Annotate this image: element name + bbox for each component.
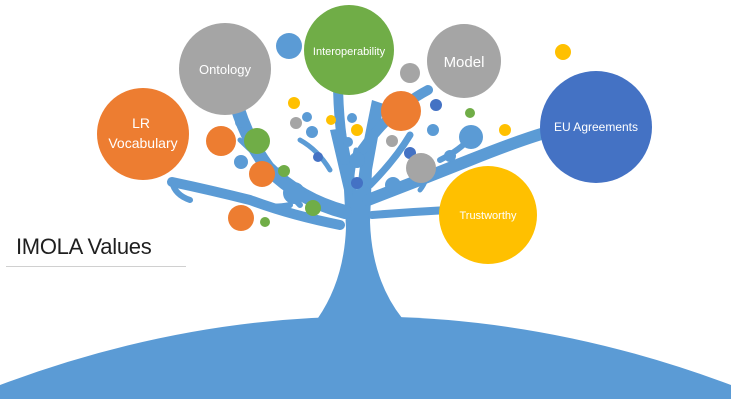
dot-light-blue [306, 126, 318, 138]
dot-light-blue [427, 124, 439, 136]
value-label-line: LR [132, 115, 150, 131]
dot-dark-blue [351, 177, 363, 189]
dot-green [244, 128, 270, 154]
dot-light-blue [283, 182, 305, 204]
dot-green [305, 200, 321, 216]
value-label: Model [444, 54, 485, 71]
dot-light-blue [302, 112, 312, 122]
value-ontology: Ontology [179, 23, 271, 115]
value-label: Interoperability [313, 46, 386, 58]
dot-light-blue [459, 125, 483, 149]
value-trustworthy: Trustworthy [439, 166, 537, 264]
dot-yellow [499, 124, 511, 136]
dot-green [278, 165, 290, 177]
dot-yellow [351, 124, 363, 136]
dot-orange [228, 205, 254, 231]
dot-gray [400, 63, 420, 83]
value-eu-agreements: EU Agreements [540, 71, 652, 183]
dot-gray [386, 135, 398, 147]
decorative-dots [206, 33, 571, 231]
diagram-title: IMOLA Values [16, 234, 152, 259]
dot-orange [249, 161, 275, 187]
ground-hill [0, 316, 731, 399]
svg-text:LR Vocabulary: LR Vocabulary [108, 115, 177, 151]
dot-light-blue [235, 116, 247, 128]
dot-gray [290, 117, 302, 129]
value-lr-vocabulary: LR Vocabulary [97, 88, 189, 180]
dot-light-blue [444, 150, 456, 162]
dot-dark-blue [313, 152, 323, 162]
dot-light-blue [385, 177, 401, 193]
dot-dark-blue [430, 99, 442, 111]
value-label: EU Agreements [554, 120, 638, 134]
value-label-line: Vocabulary [108, 135, 177, 151]
dot-light-blue [349, 152, 365, 168]
title-underline [6, 266, 186, 267]
dot-green [260, 217, 270, 227]
dot-light-blue [234, 155, 248, 169]
dot-yellow [555, 44, 571, 60]
dot-light-blue [347, 113, 357, 123]
dot-light-blue [276, 33, 302, 59]
tree-trunk [318, 100, 402, 318]
dot-gray [406, 153, 436, 183]
value-label: Ontology [199, 62, 252, 77]
dot-yellow [326, 115, 336, 125]
value-interoperability: Interoperability [304, 5, 394, 95]
value-model: Model [427, 24, 501, 98]
dot-yellow [288, 97, 300, 109]
value-label: Trustworthy [459, 210, 517, 222]
dot-orange [206, 126, 236, 156]
dot-orange [381, 91, 421, 131]
dot-green [465, 108, 475, 118]
dot-light-blue [343, 137, 353, 147]
